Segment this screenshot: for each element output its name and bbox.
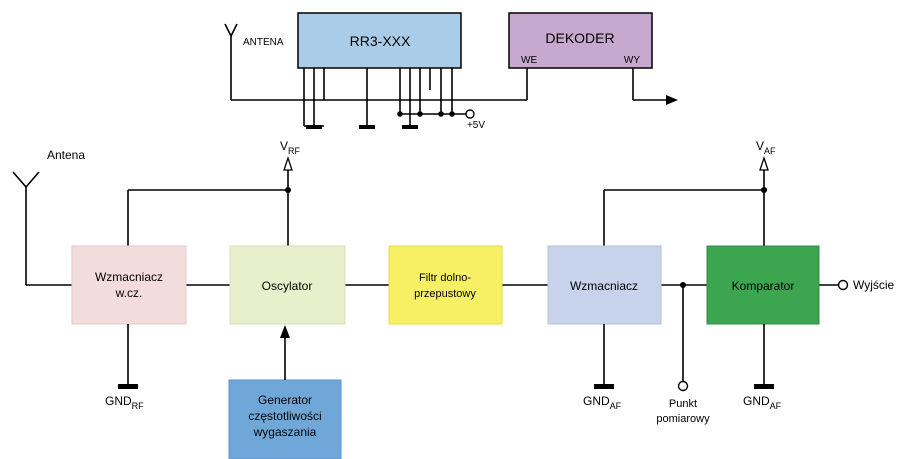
top-antenna-label: ANTENA (243, 37, 284, 48)
svg-text:w.cz.: w.cz. (115, 286, 143, 300)
rf-amplifier-block: Wzmacniacz w.cz. (71, 245, 187, 325)
test-point-symbol (677, 285, 689, 392)
vaf-supply-wires (603, 155, 769, 246)
gnd-af-comp-label: GNDAF (743, 394, 782, 411)
svg-text:Oscylator: Oscylator (262, 279, 313, 293)
vaf-label: VAF (756, 139, 776, 156)
module-box (297, 12, 462, 69)
oscillator-block: Oscylator (229, 245, 346, 325)
svg-text:Wzmacniacz: Wzmacniacz (570, 279, 638, 293)
decoder-output-arrow (632, 68, 678, 105)
supply-label: +5V (467, 120, 485, 131)
gnd-af-amp-symbol (594, 324, 614, 389)
quench-generator-block: Generator częstotliwości wygaszania (228, 379, 342, 459)
antenna-label: Antena (47, 148, 85, 162)
module-label: RR3-XXX (350, 33, 411, 49)
svg-text:wygaszania: wygaszania (253, 425, 317, 439)
gnd-af-amp-label: GNDAF (583, 394, 622, 411)
decoder-label: DEKODER (545, 30, 614, 46)
decoder-in-label: WE (521, 55, 537, 66)
svg-text:przepustowy: przepustowy (414, 288, 476, 300)
decoder-out-label: WY (624, 55, 640, 66)
comparator-block: Komparator (706, 245, 820, 325)
output-label: Wyjście (853, 278, 895, 292)
top-antenna-icon (224, 23, 238, 100)
svg-text:częstotliwości: częstotliwości (248, 409, 321, 423)
test-point-label-1: Punkt (669, 398, 697, 410)
antenna-icon (12, 171, 40, 285)
svg-text:Generator: Generator (258, 393, 312, 407)
quench-arrow (280, 325, 290, 380)
test-point-label-2: pomiarowy (656, 413, 710, 425)
decoder-box (508, 12, 653, 69)
svg-text:Filtr dolno-: Filtr dolno- (419, 272, 471, 284)
svg-text:Komparator: Komparator (732, 279, 795, 293)
top-module-pins (231, 68, 528, 129)
svg-text:Wzmacniacz: Wzmacniacz (95, 270, 163, 284)
vrf-label: VRF (280, 139, 301, 156)
vrf-supply-wires (127, 155, 293, 246)
lowpass-filter-block: Filtr dolno- przepustowy (388, 245, 503, 325)
gnd-rf-symbol (118, 324, 138, 389)
af-amplifier-block: Wzmacniacz (547, 245, 662, 325)
gnd-rf-label: GNDRF (105, 394, 144, 411)
signal-wires (26, 279, 849, 291)
gnd-af-comp-symbol (754, 324, 774, 389)
